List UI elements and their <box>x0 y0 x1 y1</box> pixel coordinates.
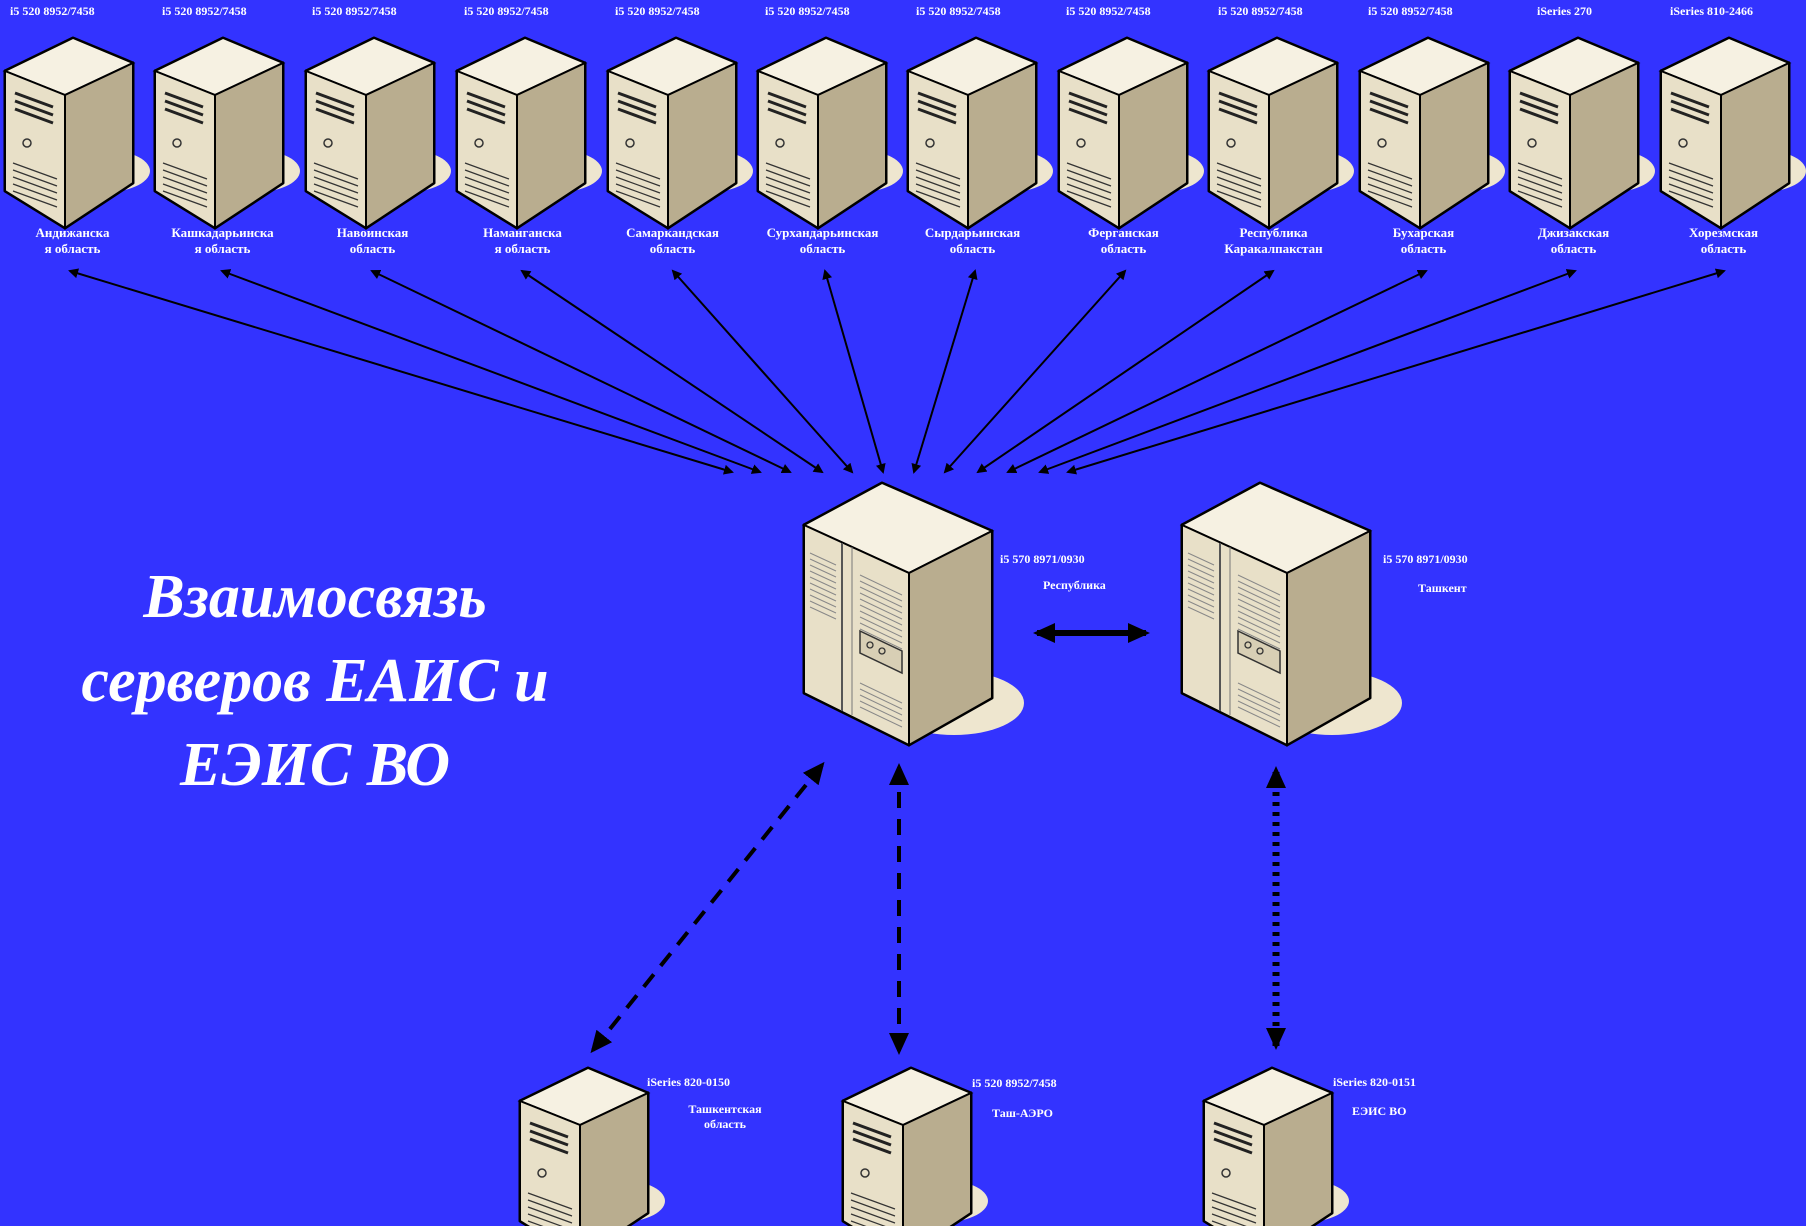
connector-navoi <box>370 269 792 474</box>
server-model-label: i5 520 8952/7458 <box>1218 4 1303 18</box>
connector-syrdarya <box>911 269 978 474</box>
server-model-label: i5 520 8952/7458 <box>765 4 850 18</box>
regional-server-icon <box>1507 36 1655 230</box>
server-model-label: iSeries 270 <box>1537 4 1592 18</box>
server-model-label: i5 520 8952/7458 <box>615 4 700 18</box>
server-model-label: i5 520 8952/7458 <box>10 4 95 18</box>
central-server-icon <box>1179 481 1402 747</box>
connector-namangan <box>520 269 824 474</box>
server-model-label: i5 520 8952/7458 <box>916 4 1001 18</box>
bottom-server-model-label: i5 520 8952/7458 <box>972 1076 1057 1090</box>
central-server-model-label: i5 570 8971/0930 <box>1383 552 1468 566</box>
title-line-1: Взаимосвязь <box>143 563 487 631</box>
bottom-server-name-label: ЕЭИС ВО <box>1352 1104 1407 1118</box>
server-model-label: i5 520 8952/7458 <box>162 4 247 18</box>
connector-samarkand <box>671 269 854 474</box>
server-model-label: iSeries 810-2466 <box>1670 4 1753 18</box>
bottom-server-icon <box>840 1066 988 1226</box>
regional-server-icon <box>605 36 753 230</box>
connector-tashkent-region <box>590 761 825 1054</box>
connector-jizzakh <box>1038 269 1577 474</box>
slide-title: Взаимосвязь серверов ЕАИС и ЕЭИС ВО <box>10 555 620 807</box>
connector-andijan <box>68 268 734 475</box>
server-model-label: i5 520 8952/7458 <box>1368 4 1453 18</box>
server-model-label: i5 520 8952/7458 <box>464 4 549 18</box>
connector-khorezm <box>1066 268 1726 475</box>
servers-layer <box>2 36 1806 1226</box>
bottom-server-name-label: Таш-АЭРО <box>992 1106 1053 1120</box>
server-model-label: i5 520 8952/7458 <box>312 4 397 18</box>
regional-server-icon <box>1056 36 1204 230</box>
regional-server-icon <box>303 36 451 230</box>
central-server-model-label: i5 570 8971/0930 <box>1000 552 1085 566</box>
connector-bukhara <box>1006 269 1428 474</box>
bottom-server-icon <box>517 1066 665 1226</box>
connector-surkhandarya <box>822 269 886 474</box>
fanin-connectors <box>68 268 1726 475</box>
central-server-name-label: Республика <box>1043 578 1106 592</box>
central-server-name-label: Ташкент <box>1418 581 1467 595</box>
connector-kashkadarya <box>220 269 762 474</box>
connector-karakalpakstan <box>976 269 1275 474</box>
server-model-label: i5 520 8952/7458 <box>1066 4 1151 18</box>
bottom-server-icon <box>1201 1066 1349 1226</box>
title-line-2: серверов ЕАИС и <box>81 647 549 715</box>
regional-server-icon <box>2 36 150 230</box>
regional-server-icon <box>1357 36 1505 230</box>
regional-server-icon <box>454 36 602 230</box>
title-line-3: ЕЭИС ВО <box>179 731 450 799</box>
regional-server-icon <box>152 36 300 230</box>
regional-server-icon <box>1658 36 1806 230</box>
bottom-server-model-label: iSeries 820-0151 <box>1333 1075 1416 1089</box>
regional-server-icon <box>905 36 1053 230</box>
bottom-server-model-label: iSeries 820-0150 <box>647 1075 730 1089</box>
regional-server-icon <box>1206 36 1354 230</box>
regional-server-icon <box>755 36 903 230</box>
central-server-icon <box>801 481 1024 747</box>
connector-fergana <box>943 269 1127 474</box>
